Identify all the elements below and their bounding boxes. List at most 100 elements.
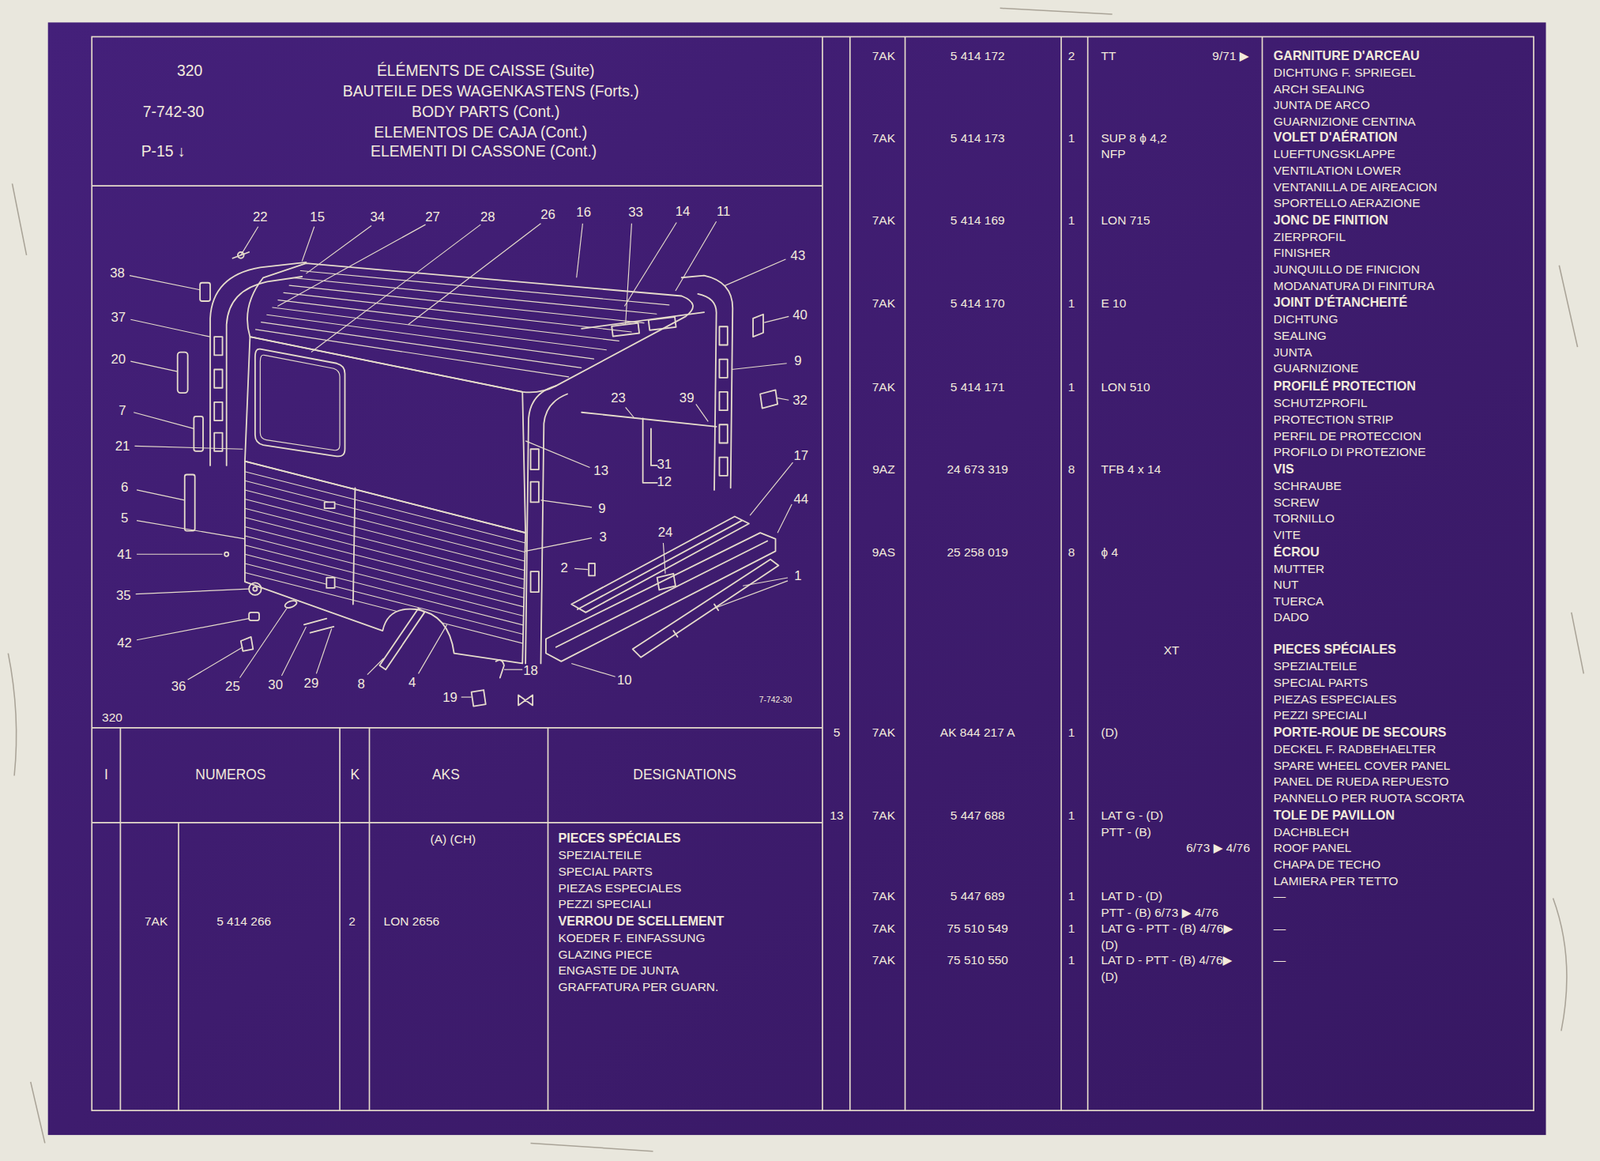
part-designation: VERROU DE SCELLEMENT — [557, 914, 724, 928]
part-designation: GARNITURE D'ARCEAU — [1273, 49, 1420, 63]
body-illustration-part — [697, 293, 716, 490]
leader-lines-part — [367, 658, 384, 675]
leader-lines-part — [696, 403, 708, 422]
table-cell: TUERCA — [1273, 594, 1325, 607]
table-cell: GUARNIZIONE CENTINA — [1273, 115, 1416, 128]
part-designation: VIS — [1273, 463, 1295, 476]
leader-lines-part — [135, 588, 249, 594]
table-cell: PANEL DE RUEDA REPUESTO — [1273, 775, 1450, 788]
table-cell: 7AK — [872, 726, 896, 739]
callout-number: 38 — [109, 265, 125, 279]
callout-number: 41 — [116, 547, 132, 561]
table-cell: NUT — [1273, 578, 1299, 591]
film-scratches-part — [1558, 265, 1578, 347]
table-cell: VITE — [1273, 528, 1301, 541]
table-cell: LON 715 — [1100, 214, 1150, 226]
callout-number: 21 — [115, 439, 131, 453]
leader-lines-part — [574, 568, 588, 569]
table-cell: (D) — [1100, 726, 1119, 739]
leader-lines-part — [136, 618, 249, 640]
table-cell: SPEZIALTEILE — [557, 848, 642, 861]
table-cell: KOEDER F. EINFASSUNG — [557, 931, 705, 944]
callout-number: 28 — [480, 209, 496, 223]
table-cell: LAT D - PTT - (B) 4/76▶ — [1100, 954, 1232, 967]
table-rules-part — [1087, 36, 1089, 1111]
body-illustration-part — [240, 636, 253, 652]
callout-number: 34 — [369, 209, 385, 223]
body-illustration-part — [256, 270, 670, 377]
body-illustration-part-part — [244, 535, 526, 607]
body-illustration-part — [326, 577, 335, 588]
table-cell: 7AK — [872, 889, 896, 902]
body-illustration-part — [648, 316, 677, 331]
table-cell: PROTECTION STRIP — [1273, 413, 1394, 426]
leader-lines-part — [461, 696, 472, 697]
table-cell: 8 — [1068, 463, 1076, 475]
callout-number: 18 — [523, 663, 539, 678]
body-illustration-part-part — [267, 314, 595, 359]
leader-lines-part — [777, 398, 789, 401]
table-rules-part — [91, 36, 1534, 1111]
film-scratches-part — [1000, 7, 1113, 15]
body-illustration-part — [259, 354, 340, 450]
body-illustration-part — [193, 416, 204, 452]
table-cell: 5 447 688 — [950, 809, 1006, 821]
table-cell: (D) — [1100, 938, 1119, 951]
leader-lines-part — [625, 406, 636, 418]
header-text: P-15 ↓ — [141, 143, 186, 159]
table-cell: JUNTA DE ARCO — [1273, 98, 1371, 111]
table-cell: 7AK — [872, 954, 896, 967]
table-rules-part — [821, 36, 824, 1111]
table-cell: PTT - (B) — [1100, 825, 1151, 838]
table-cell: VENTILATION LOWER — [1273, 164, 1402, 177]
header-text: BODY PARTS (Cont.) — [411, 103, 560, 119]
table-cell: ZIERPROFIL — [1273, 230, 1346, 243]
leader-lines-part — [624, 222, 677, 307]
table-rules — [91, 36, 1534, 1111]
callout-number: 2 — [560, 560, 569, 575]
leader-lines-part — [136, 553, 223, 555]
film-scratches-part — [30, 1081, 46, 1143]
body-illustration-part — [530, 448, 539, 470]
body-illustration-part — [226, 276, 303, 466]
body-illustration-part — [255, 349, 346, 457]
table-cell: 1 — [1068, 726, 1076, 739]
table-cell: TT — [1100, 49, 1116, 62]
table-cell: ϕ 4 — [1100, 545, 1119, 558]
callout-number: 12 — [656, 474, 672, 489]
table-rules-part — [338, 727, 341, 1111]
leader-lines-part — [742, 577, 788, 586]
callout-number: 10 — [617, 673, 633, 687]
table-cell: LAT D - (D) — [1100, 889, 1163, 902]
body-illustration-part — [752, 314, 764, 337]
leader-lines-part — [731, 363, 787, 370]
table-rules-part — [849, 36, 851, 1111]
callout-number: 22 — [252, 209, 268, 223]
body-illustration-part — [214, 369, 223, 388]
table-cell: MUTTER — [1273, 562, 1326, 575]
table-rules-part — [1261, 36, 1264, 1111]
table-cell: SCHRAUBE — [1273, 479, 1342, 492]
leader-lines-part — [777, 504, 792, 533]
table-cell: 5 — [833, 726, 841, 739]
body-illustration-part-part — [289, 285, 644, 324]
table-cell: 25 258 019 — [946, 545, 1009, 558]
body-illustration-part — [244, 461, 526, 664]
header-cell: 3207-742-30P-15 ↓ÉLÉMENTS DE CAISSE (Sui… — [91, 36, 823, 186]
table-cell: 5 414 173 — [950, 131, 1006, 144]
body-illustration-part-part — [244, 489, 526, 561]
table-cell: 7AK — [872, 380, 896, 393]
body-illustration-part — [248, 582, 261, 595]
body-illustration-part — [581, 312, 704, 329]
header-text: 320 — [176, 62, 203, 78]
callout-number: 5 — [120, 510, 128, 524]
body-illustration-part — [353, 487, 356, 604]
table-cell: LON 510 — [1100, 380, 1150, 393]
column-header: DESIGNATIONS — [632, 767, 736, 781]
callout-number: 8 — [357, 677, 366, 691]
table-cell: 1 — [1068, 809, 1076, 821]
leader-lines-part — [749, 462, 793, 516]
table-cell: NFP — [1100, 147, 1126, 160]
table-cell: PEZZI SPECIALI — [1273, 709, 1367, 722]
leader-lines-part — [130, 319, 211, 337]
